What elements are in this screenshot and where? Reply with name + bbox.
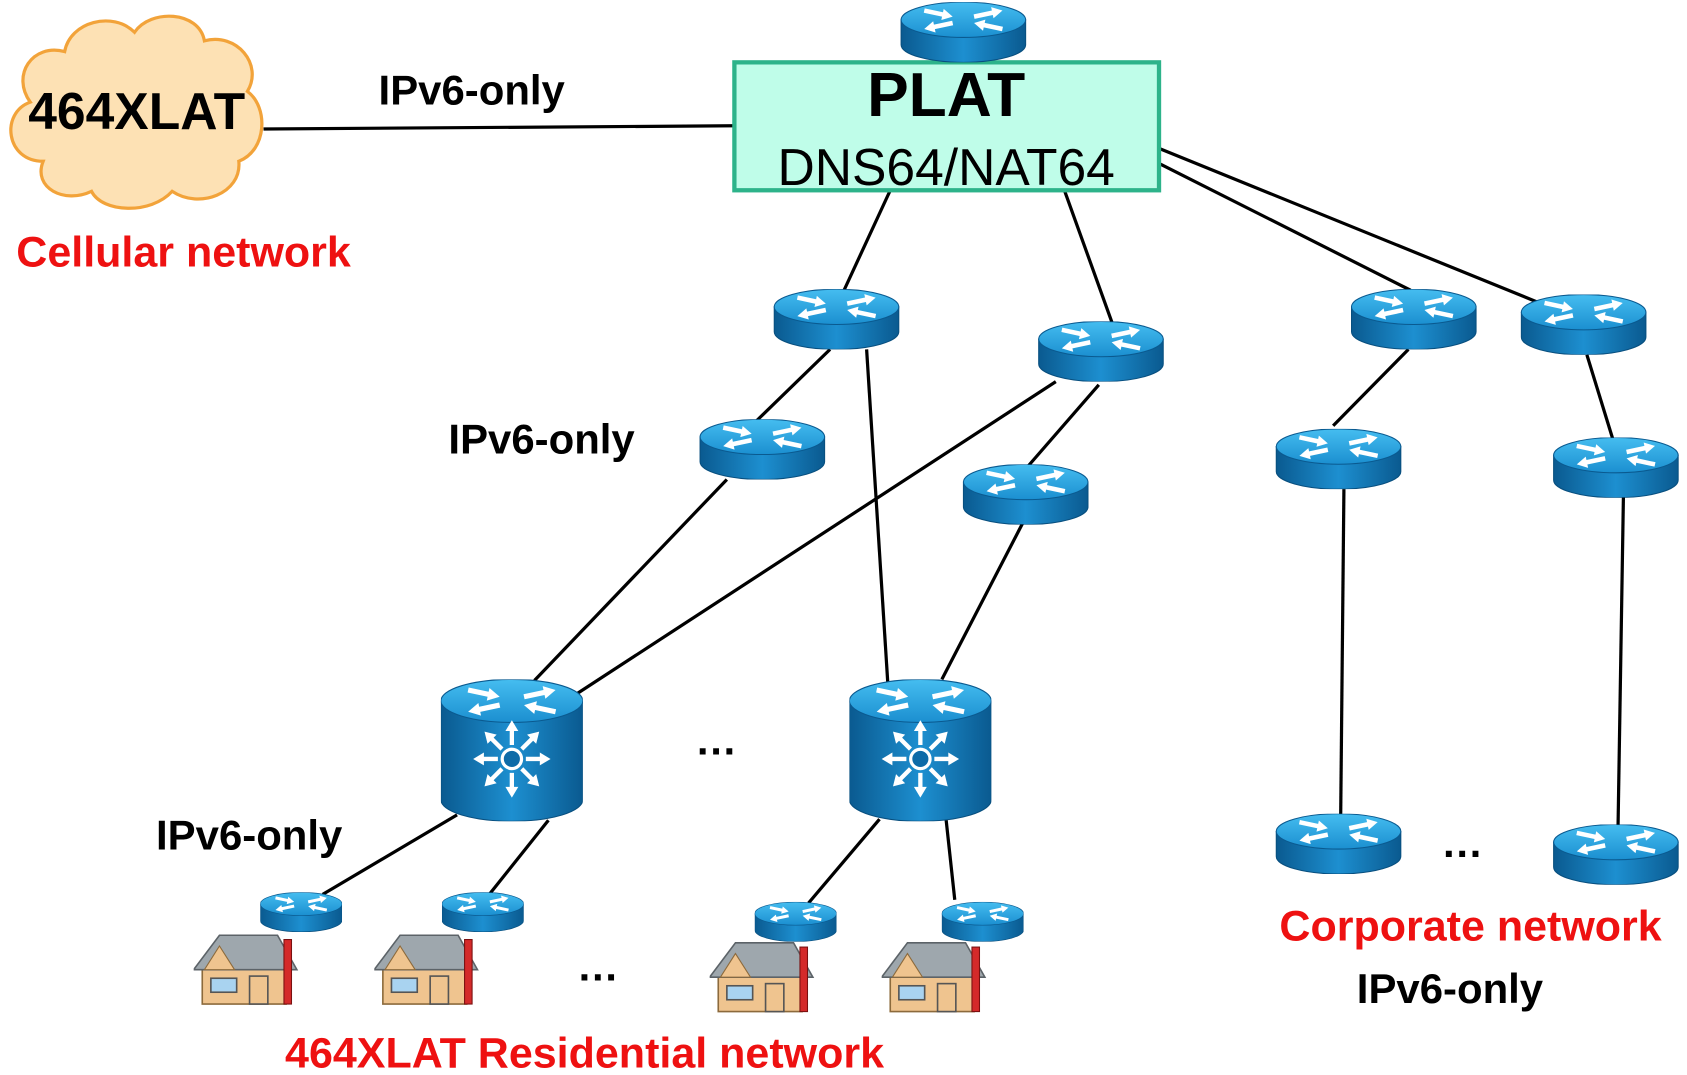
link-plat-router-b	[1062, 189, 1115, 326]
corporate-network-caption: Corporate network	[1279, 903, 1661, 951]
link-router-d-switch-2	[940, 522, 1024, 681]
router-icon	[1553, 824, 1679, 885]
link-router-c-switch-1	[533, 478, 729, 682]
residential-network: IPv6-only … IPv6-only … 464XLAT Resident…	[156, 289, 1164, 1075]
house-icon	[374, 934, 479, 1005]
plat-box	[732, 60, 1162, 193]
cloud-label: 464XLAT	[28, 82, 245, 140]
plat-subtitle: DNS64/NAT64	[777, 138, 1114, 196]
access-link-label: IPv6-only	[156, 811, 343, 858]
router-icon	[260, 892, 343, 933]
residential-network-caption: 464XLAT Residential network	[285, 1029, 884, 1075]
link-router-a-switch-2	[865, 349, 890, 689]
link-switch-1-home-1	[321, 813, 458, 896]
link-corp-a-corp-c	[1332, 348, 1410, 427]
router-icon	[773, 289, 900, 350]
switch-ellipsis: …	[695, 717, 737, 764]
plat-node: PLAT DNS64/NAT64	[732, 2, 1162, 196]
cellular-network: 464XLAT Cellular network IPv6-only	[9, 14, 566, 277]
home-ellipsis: …	[577, 942, 619, 989]
aggregation-link-label: IPv6-only	[448, 416, 635, 463]
router-icon	[1520, 294, 1647, 355]
cloud-icon	[9, 14, 264, 210]
corporate-router-ellipsis: …	[1441, 819, 1483, 866]
link-plat-corp-router-b	[1158, 146, 1539, 304]
link-router-a-router-c	[753, 348, 832, 424]
link-router-b-router-d	[1025, 383, 1101, 469]
router-icon	[699, 419, 826, 480]
router-icon	[1275, 428, 1402, 490]
router-icon	[441, 892, 524, 933]
house-icon	[193, 934, 298, 1005]
link-switch-1-home-2	[488, 819, 550, 896]
layer3-switch-icon	[849, 679, 992, 822]
link-router-b-switch-1	[576, 380, 1057, 695]
layer3-switch-icon	[440, 679, 583, 822]
router-icon	[1038, 321, 1164, 382]
cellular-network-caption: Cellular network	[16, 229, 351, 277]
router-icon	[962, 464, 1089, 525]
links	[263, 124, 1626, 905]
router-icon	[1553, 437, 1679, 498]
router-icon	[754, 901, 837, 942]
house-icon	[709, 941, 814, 1013]
router-icon	[1275, 813, 1402, 874]
link-switch-2-home-3	[807, 818, 881, 905]
router-icon	[900, 2, 1027, 63]
link-plat-router-a	[842, 189, 892, 291]
cellular-link-label: IPv6-only	[379, 66, 566, 113]
plat-title: PLAT	[867, 61, 1025, 130]
house-icon	[881, 941, 986, 1013]
corporate-network: … Corporate network IPv6-only	[1275, 289, 1679, 1012]
router-icon	[1350, 289, 1477, 350]
link-plat-corp-router-a	[1158, 161, 1412, 292]
link-switch-2-home-4	[944, 820, 957, 900]
link-corp-c-corp-e	[1339, 489, 1346, 816]
corporate-link-label: IPv6-only	[1357, 965, 1544, 1012]
link-corp-d-corp-f	[1616, 496, 1626, 827]
router-icon	[941, 901, 1024, 942]
link-cellular-plat	[263, 124, 735, 131]
link-corp-b-corp-d	[1585, 354, 1615, 440]
